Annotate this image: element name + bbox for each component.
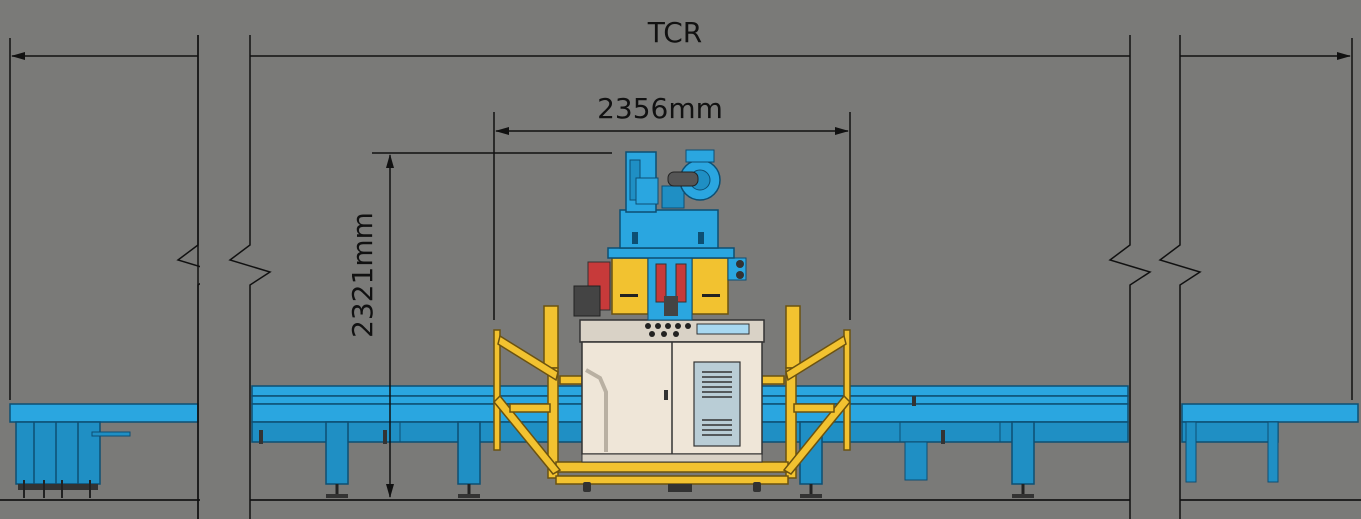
overall-dimension [9,38,1353,400]
wall-break-right [1108,35,1202,519]
wall-break-left [176,35,272,519]
overall-dimension-label: TCR [647,16,702,49]
safety-frame [492,305,852,485]
height-dimension [372,152,612,498]
frame-wheels [583,482,761,492]
cabinet-cooling-unit [693,361,741,447]
width-dimension-label: 2356mm [597,92,723,125]
saw-unit [573,149,747,321]
left-conveyor-segment [9,403,199,498]
width-dimension [493,112,851,320]
right-conveyor-segment [1181,403,1359,483]
height-dimension-label: 2321mm [346,212,379,338]
